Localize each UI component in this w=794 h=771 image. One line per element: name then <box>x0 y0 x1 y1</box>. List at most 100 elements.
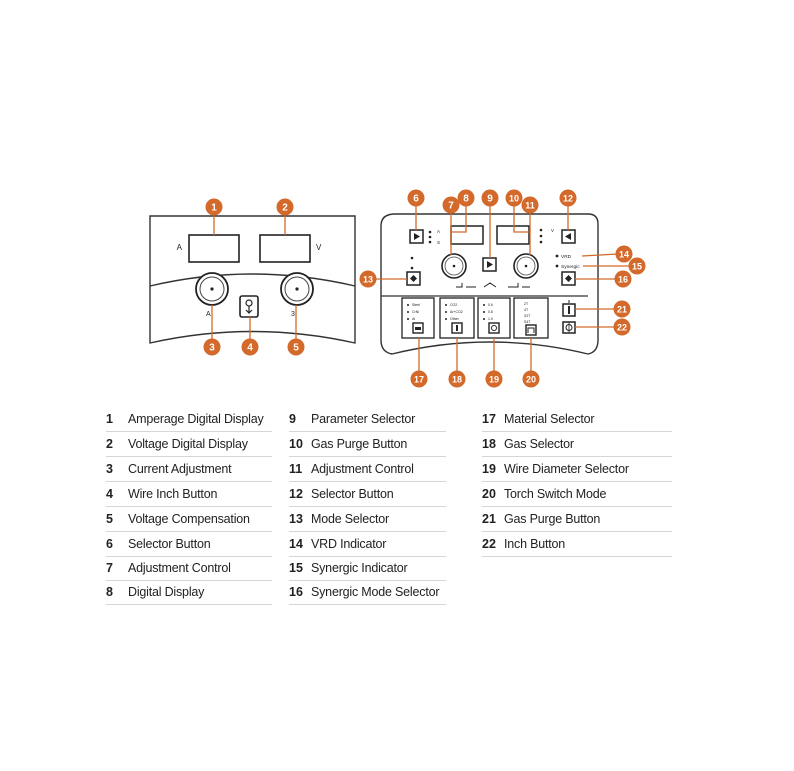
callout-number: 4 <box>247 343 253 354</box>
mode-selector[interactable] <box>406 271 421 286</box>
legend-number: 13 <box>289 511 303 526</box>
wire-button[interactable] <box>488 322 500 334</box>
legend-label: Wire Diameter Selector <box>504 461 629 476</box>
legend-number: 6 <box>106 536 113 551</box>
selector-button-12[interactable] <box>561 229 576 244</box>
wire-inch-button[interactable] <box>239 295 259 318</box>
callout-8: 8 <box>457 189 475 207</box>
synergic-mode-selector[interactable] <box>561 271 576 286</box>
callout-number: 14 <box>619 250 629 260</box>
callout-number: 3 <box>209 343 215 354</box>
legend-label: Mode Selector <box>311 511 389 526</box>
legend-label: Selector Button <box>311 486 394 501</box>
legend-number: 8 <box>106 584 113 599</box>
legend-row: 13 Mode Selector <box>289 506 446 532</box>
callout-number: 11 <box>525 201 535 211</box>
callout-number: 16 <box>618 275 628 285</box>
callout-22: 22 <box>613 318 631 336</box>
adjustment-knob-7[interactable] <box>441 253 467 279</box>
parameter-selector[interactable] <box>482 257 497 272</box>
legend-label: Voltage Digital Display <box>128 436 248 451</box>
callout-number: 13 <box>363 275 373 285</box>
leader-lines <box>211 205 630 372</box>
torch-button[interactable] <box>525 324 537 336</box>
indicator-v: V <box>551 228 554 233</box>
legend-label: Material Selector <box>504 411 595 426</box>
callout-6: 6 <box>407 189 425 207</box>
left-panel: A V A 3 <box>149 215 356 344</box>
legend-label: VRD Indicator <box>311 536 387 551</box>
display-right-unit: V <box>316 243 322 252</box>
callout-10: 10 <box>505 189 523 207</box>
digital-display-left <box>450 225 484 245</box>
current-knob[interactable] <box>195 272 229 306</box>
knob-right-unit: 3 <box>291 311 295 318</box>
legend-row: 9 Parameter Selector <box>289 406 446 432</box>
legend-row: 18 Gas Selector <box>482 431 672 457</box>
callout-12: 12 <box>559 189 577 207</box>
callout-number: 9 <box>487 194 493 205</box>
material-opt-1: Steel <box>412 303 420 307</box>
inch-button[interactable] <box>562 321 576 334</box>
torch-opt-4: S4T <box>524 320 531 324</box>
callout-11: 11 <box>521 196 539 214</box>
legend-number: 15 <box>289 560 303 575</box>
legend-label: Synergic Mode Selector <box>311 584 440 599</box>
legend-row: 6 Selector Button <box>106 531 272 557</box>
callout-number: 15 <box>632 262 642 272</box>
legend-row: 17 Material Selector <box>482 406 672 432</box>
wire-opt-2: 0.8 <box>488 310 493 314</box>
legend-number: 17 <box>482 411 496 426</box>
torch-opt-3: S2T <box>524 314 531 318</box>
callout-21: 21 <box>613 300 631 318</box>
legend-row: 12 Selector Button <box>289 481 446 507</box>
legend-number: 18 <box>482 436 496 451</box>
adjustment-knob-11[interactable] <box>513 253 539 279</box>
legend-number: 22 <box>482 536 496 551</box>
knob-left-unit: A <box>206 311 211 318</box>
voltage-knob[interactable] <box>280 272 314 306</box>
torch-opt-1: 2T <box>524 302 529 306</box>
wire-opt-1: 0.6 <box>488 303 493 307</box>
legend-label: Gas Selector <box>504 436 574 451</box>
legend-number: 3 <box>106 461 113 476</box>
gas-purge-button[interactable] <box>562 300 576 317</box>
legend-label: Gas Purge Button <box>504 511 601 526</box>
indicator-s: S <box>437 240 440 245</box>
callout-15: 15 <box>628 257 646 275</box>
legend-label: Selector Button <box>128 536 211 551</box>
callout-number: 12 <box>563 194 573 204</box>
indicator-a: A <box>437 229 440 234</box>
legend-number: 5 <box>106 511 113 526</box>
legend-label: Amperage Digital Display <box>128 411 264 426</box>
legend-number: 10 <box>289 436 303 451</box>
callout-number: 8 <box>463 194 469 205</box>
selector-button-6[interactable] <box>409 229 424 244</box>
legend-label: Parameter Selector <box>311 411 416 426</box>
callout-13: 13 <box>359 270 377 288</box>
callout-number: 18 <box>452 375 462 385</box>
callout-17: 17 <box>410 370 428 388</box>
wire-diameter-box: 0.6 0.8 1.0 <box>477 297 511 339</box>
callout-number: 10 <box>509 194 519 204</box>
callout-number: 5 <box>293 343 299 354</box>
callout-14: 14 <box>615 245 633 263</box>
callout-7: 7 <box>442 196 460 214</box>
callout-number: 21 <box>617 305 627 315</box>
legend-row: 21 Gas Purge Button <box>482 506 672 532</box>
gas-selector-box: CO2 Ar+CO2 Other <box>439 297 475 339</box>
legend-number: 12 <box>289 486 303 501</box>
legend-number: 20 <box>482 486 496 501</box>
legend-number: 7 <box>106 560 113 575</box>
legend-number: 21 <box>482 511 496 526</box>
legend-label: Wire Inch Button <box>128 486 218 501</box>
legend-number: 2 <box>106 436 113 451</box>
legend-number: 9 <box>289 411 296 426</box>
torch-opt-2: 4T <box>524 308 529 312</box>
torch-mode-box: 2T 4T S2T S4T <box>513 297 549 339</box>
